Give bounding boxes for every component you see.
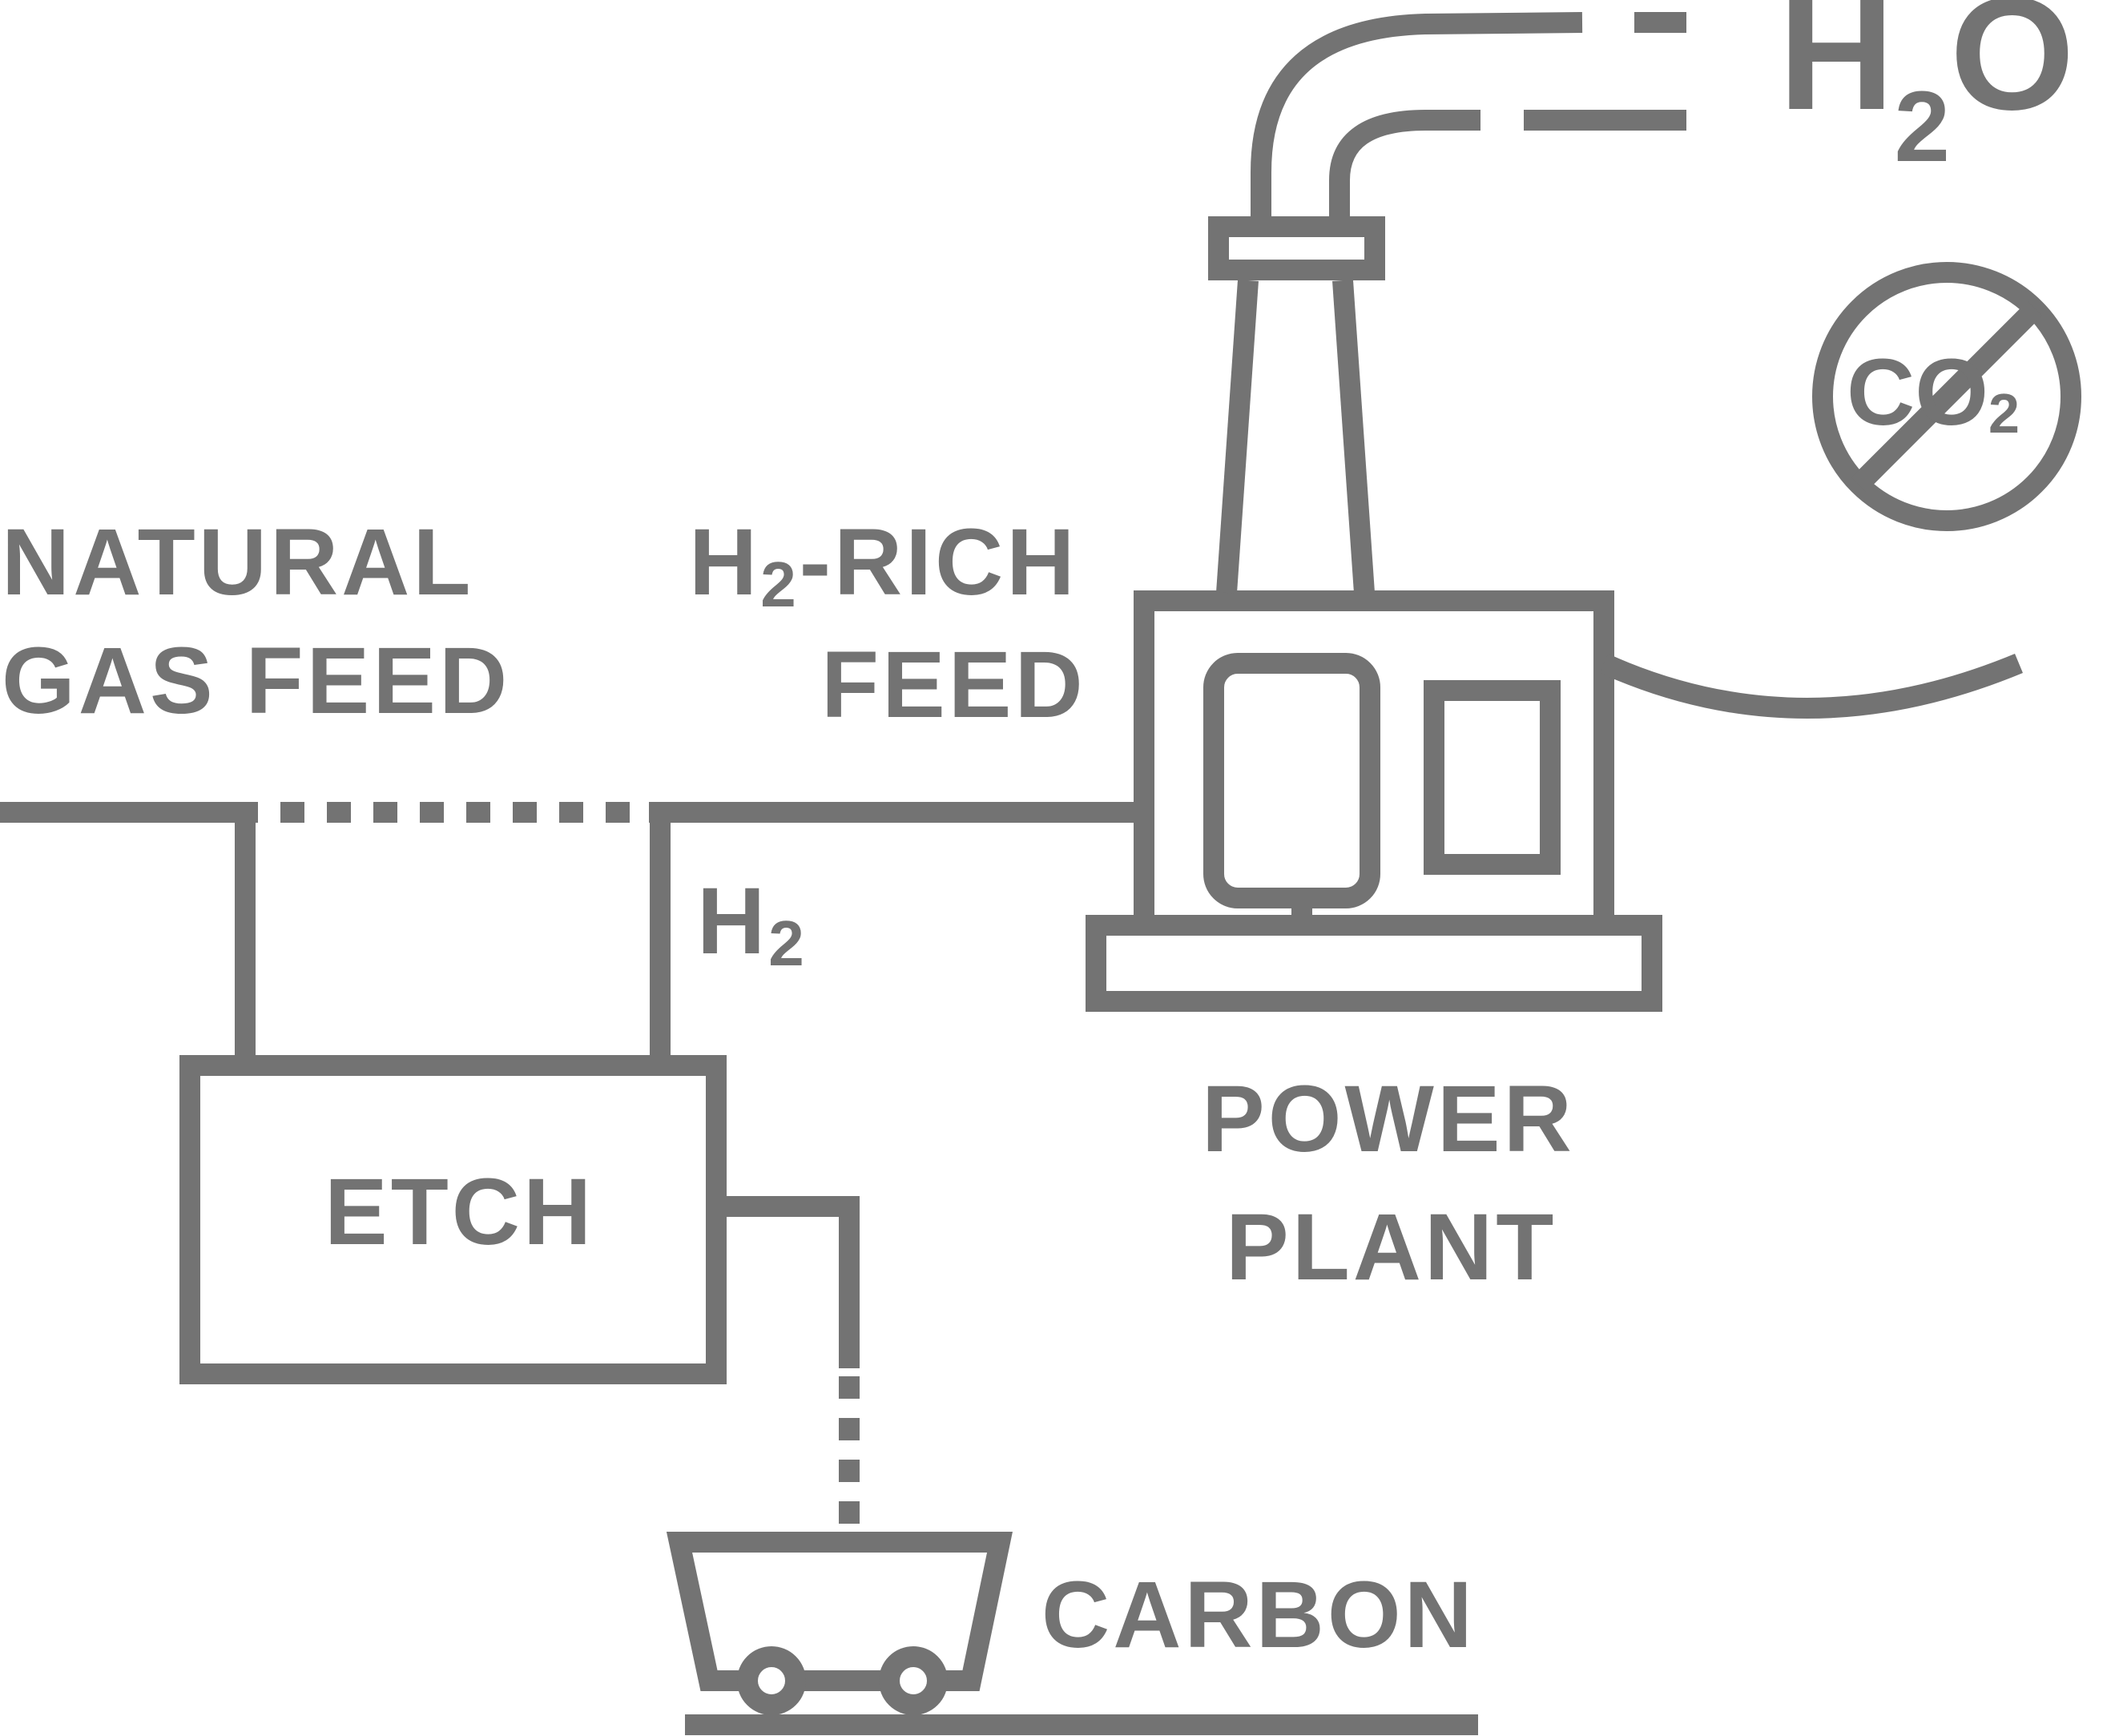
carbon-outlet-pipe xyxy=(716,1196,860,1368)
power-plant-label-line2: PLANT xyxy=(1226,1194,1557,1300)
carbon-label: CARBON xyxy=(1041,1562,1476,1668)
no-co2-ring xyxy=(1812,262,2081,531)
stack-left-wall xyxy=(1216,280,1259,594)
h2-rich-label-line2: FEED xyxy=(821,632,1086,738)
generator-drum xyxy=(1203,653,1380,908)
cart-wheel-left xyxy=(737,1646,806,1715)
exhaust-pipe-inner xyxy=(1329,110,1480,227)
cart-wheel-right xyxy=(879,1646,948,1715)
etch-box xyxy=(179,1055,727,1384)
h2-rich-label-line1: H2-RICH xyxy=(689,510,1078,620)
h2o-label: H2O xyxy=(1779,0,2075,183)
natural-gas-label-line1: NATURAL xyxy=(2,510,473,615)
stack-cap xyxy=(1208,216,1385,280)
etch-label: ETCH xyxy=(324,1159,594,1265)
control-panel xyxy=(1424,680,1561,875)
co2-label: CO2 xyxy=(1847,340,2020,445)
exhaust-pipe-outer xyxy=(1251,12,1583,227)
no-co2-slash xyxy=(1851,300,2043,493)
power-plant-base xyxy=(1086,915,1662,1012)
carbon-cart xyxy=(666,1532,1013,1691)
power-output-wire xyxy=(1599,653,2023,719)
natural-gas-label-line2: GAS FEED xyxy=(2,628,510,734)
stack-right-wall xyxy=(1332,280,1375,594)
power-plant-label-line1: POWER xyxy=(1202,1066,1575,1172)
h2-label: H2 xyxy=(697,868,808,979)
